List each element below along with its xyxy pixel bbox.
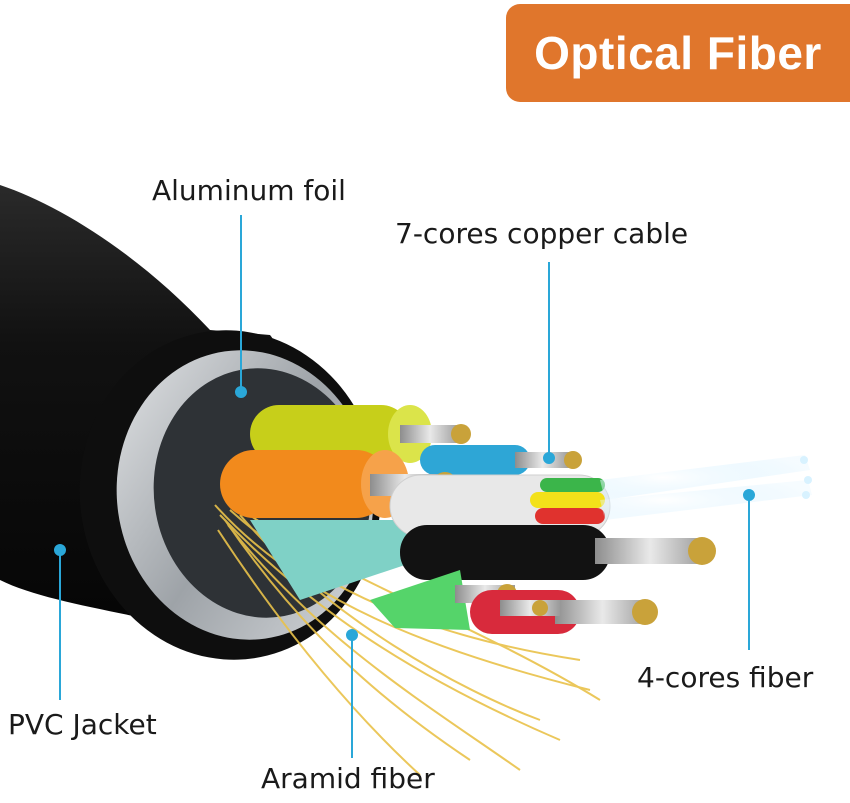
label-copper-cable: 7-cores copper cable bbox=[395, 217, 689, 250]
title-badge: Optical Fiber bbox=[506, 4, 850, 102]
red-copper-core bbox=[470, 590, 658, 634]
teal-filler-shape bbox=[250, 520, 420, 600]
black-copper-core bbox=[400, 525, 716, 580]
label-fiber: 4-cores fiber bbox=[637, 661, 814, 694]
white-fiber-bundle bbox=[389, 474, 611, 538]
label-aramid-fiber: Aramid fiber bbox=[261, 762, 435, 795]
label-aluminum-foil: Aluminum foil bbox=[152, 174, 346, 207]
blue-copper-core bbox=[420, 445, 582, 475]
optical-fiber-strands bbox=[600, 455, 812, 520]
label-pvc-jacket: PVC Jacket bbox=[8, 708, 157, 741]
yellow-copper-core bbox=[250, 405, 471, 463]
title-text: Optical Fiber bbox=[534, 27, 822, 79]
leader-lines bbox=[54, 215, 755, 758]
